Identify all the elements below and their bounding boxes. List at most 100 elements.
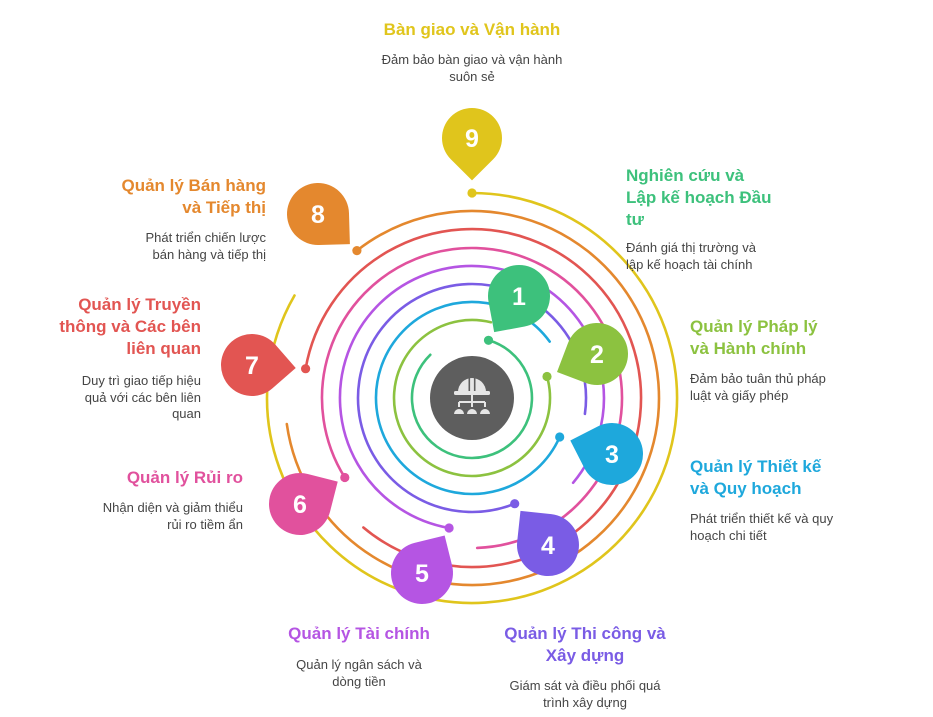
title-line: liên quan — [126, 339, 201, 358]
description-line: rủi ro tiềm ẩn — [167, 516, 243, 532]
description-line: luật và giấy phép — [690, 387, 789, 403]
step-4-pin — [517, 510, 579, 576]
step-3-pin — [570, 423, 643, 485]
step-2-description: Đảm bảo tuân thủ pháp luật và giấy phép — [690, 371, 826, 404]
title-line: và Tiếp thị — [182, 198, 266, 217]
step-8-bubble: 8 — [287, 183, 350, 245]
title-line: Quản lý Bán hàng — [121, 176, 266, 195]
step-5-pin — [390, 535, 453, 604]
step-7-bubble: 7 — [221, 334, 296, 396]
step-9-number: 9 — [465, 125, 479, 153]
description-line: bán hàng và tiếp thị — [152, 246, 266, 262]
step-4-title: Quản lý Thi công và Xây dựng — [455, 623, 715, 667]
title-line: và Quy hoạch — [690, 479, 802, 498]
title-line: tư — [626, 210, 644, 229]
step-5-bubble: 5 — [390, 535, 453, 604]
step-1-title: Nghiên cứu và Lập kế hoạch Đầu tư — [626, 165, 771, 231]
title-line: thông và Các bên — [59, 317, 201, 336]
worker-helmet-network-icon — [454, 378, 490, 414]
description-line: Đánh giá thị trường và — [626, 240, 756, 255]
description-line: Đảm bảo tuân thủ pháp — [690, 371, 826, 386]
arc-9 — [265, 191, 679, 605]
step-6-title: Quản lý Rủi ro — [43, 467, 243, 489]
title-line: Quản lý Tài chính — [288, 624, 430, 643]
step-8-number: 8 — [311, 201, 325, 229]
step-7-description: Duy trì giao tiếp hiệu quả với các bên l… — [1, 373, 201, 423]
description-line: quả với các bên liên — [84, 389, 201, 405]
arc-dot-9 — [467, 188, 477, 198]
step-8-description: Phát triển chiến lược bán hàng và tiếp t… — [66, 230, 266, 263]
description-line: Quản lý ngân sách và — [296, 657, 422, 672]
description-line: hoạch chi tiết — [690, 527, 767, 543]
arc-dot-1 — [483, 335, 494, 345]
title-line: Quản lý Truyền — [78, 295, 201, 314]
arc-2 — [392, 318, 552, 478]
step-7-number: 7 — [245, 352, 259, 380]
step-1-number: 1 — [512, 283, 526, 311]
arc-8 — [285, 209, 661, 587]
title-line: Quản lý Thiết kế — [690, 457, 822, 476]
step-1-bubble: 1 — [488, 265, 550, 333]
step-6-description: Nhận diện và giảm thiểu rủi ro tiềm ẩn — [43, 500, 243, 533]
step-7-pin — [221, 334, 296, 396]
step-2-pin — [557, 323, 628, 385]
description-line: Duy trì giao tiếp hiệu — [81, 373, 201, 388]
title-line: Nghiên cứu và — [626, 166, 745, 185]
arc-dot-3 — [555, 432, 565, 442]
step-5-title: Quản lý Tài chính — [239, 623, 479, 645]
step-2-bubble: 2 — [557, 323, 628, 385]
arc-dot-2 — [542, 371, 552, 382]
step-1-description: Đánh giá thị trường và lập kế hoạch tài … — [626, 240, 756, 273]
arc-1 — [410, 339, 534, 460]
step-7-title: Quản lý Truyền thông và Các bên liên qua… — [1, 294, 201, 360]
description-line: suôn sẻ — [449, 68, 495, 84]
title-line: và Hành chính — [690, 339, 807, 358]
step-3-title: Quản lý Thiết kế và Quy hoạch — [690, 456, 821, 500]
step-8-pin — [287, 183, 350, 245]
arc-7 — [304, 227, 643, 569]
title-line: Lập kế hoạch Đầu — [626, 188, 772, 207]
step-2-number: 2 — [590, 341, 604, 369]
step-8-title: Quản lý Bán hàng và Tiếp thị — [66, 175, 266, 219]
step-9-description: Đảm bảo bàn giao và vận hành suôn sẻ — [322, 52, 622, 85]
title-line: Quản lý Rủi ro — [126, 468, 243, 487]
step-2-title: Quản lý Pháp lý và Hành chính — [690, 316, 818, 360]
arc-6 — [320, 246, 624, 550]
step-1-pin — [488, 265, 550, 333]
concentric-arcs — [265, 191, 679, 605]
description-line: Phát triển thiết kế và quy — [690, 511, 834, 526]
description-line: Phát triển chiến lược — [145, 230, 266, 245]
step-6-pin — [269, 473, 338, 535]
description-line: lập kế hoạch tài chính — [626, 256, 753, 272]
arc-dot-5 — [444, 523, 454, 533]
step-4-bubble: 4 — [517, 510, 579, 576]
step-5-description: Quản lý ngân sách và dòng tiền — [239, 657, 479, 690]
step-4-description: Giám sát và điều phối quá trình xây dựng — [455, 678, 715, 711]
description-line: Đảm bảo bàn giao và vận hành — [381, 52, 563, 67]
step-6-number: 6 — [293, 491, 307, 519]
step-5-number: 5 — [415, 560, 429, 588]
description-line: trình xây dựng — [543, 694, 627, 710]
title-line: Xây dựng — [545, 646, 625, 665]
title-line: Quản lý Pháp lý — [690, 317, 818, 336]
step-6-bubble: 6 — [269, 473, 338, 535]
step-3-number: 3 — [605, 441, 619, 469]
step-3-bubble: 3 — [570, 423, 643, 485]
step-9-title: Bàn giao và Vận hành — [322, 19, 622, 41]
description-line: quan — [172, 406, 201, 421]
arc-dot-4 — [510, 499, 520, 509]
arc-dot-6 — [340, 472, 350, 483]
arc-dots — [301, 188, 565, 533]
arc-3 — [374, 300, 561, 496]
description-line: dòng tiền — [332, 673, 386, 689]
arc-dot-8 — [352, 246, 362, 256]
step-3-description: Phát triển thiết kế và quy hoạch chi tiế… — [690, 511, 833, 544]
step-9-pin — [442, 107, 502, 181]
step-4-number: 4 — [541, 532, 555, 560]
description-line: Giám sát và điều phối quá — [509, 678, 661, 693]
step-9-bubble: 9 — [442, 107, 502, 181]
arc-dot-7 — [301, 364, 311, 374]
title-line: Bàn giao và Vận hành — [383, 20, 561, 39]
